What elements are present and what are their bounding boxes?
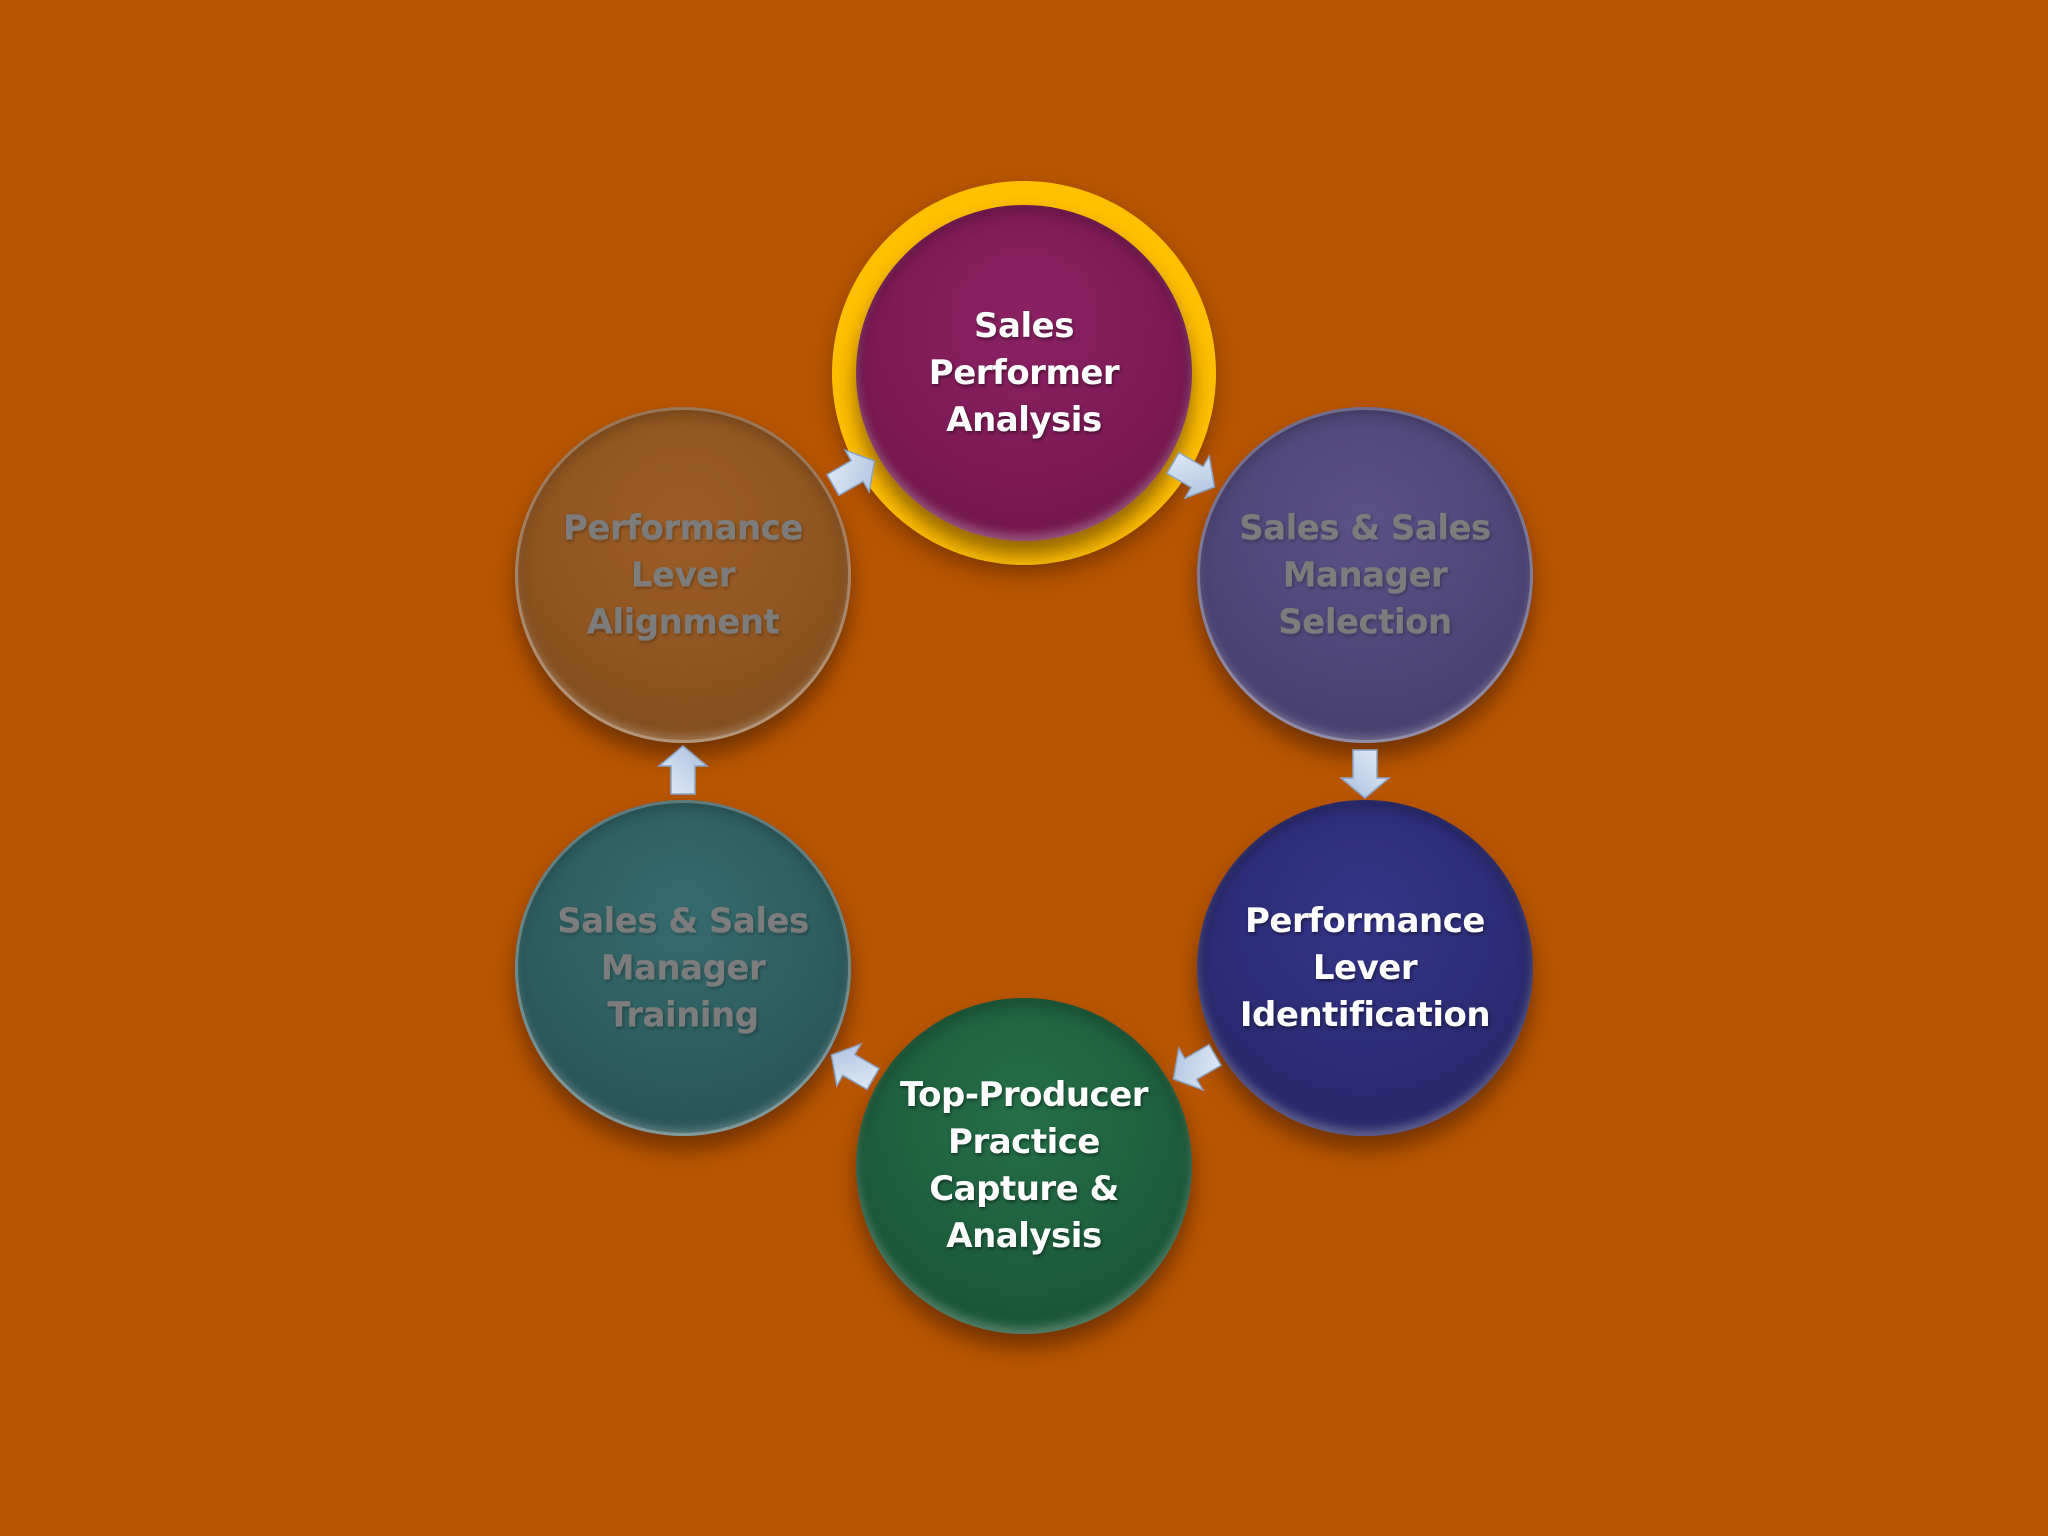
node-label: Top-Producer Practice Capture & Analysis (899, 1075, 1149, 1256)
node-sales-manager-selection[interactable]: Sales & Sales Manager Selection (1197, 407, 1533, 743)
node-sales-manager-training[interactable]: Sales & Sales Manager Training (515, 800, 851, 1136)
node-label: Sales & Sales Manager Training (557, 900, 809, 1035)
node-label: Performance Lever Alignment (563, 507, 803, 642)
arrow-icon (1338, 749, 1392, 799)
node-sales-performer-analysis[interactable]: Sales Performer Analysis (856, 205, 1192, 541)
node-label: Performance Lever Identification (1239, 900, 1491, 1035)
node-label: Sales & Sales Manager Selection (1239, 507, 1491, 642)
arrow-icon (656, 745, 710, 795)
node-performance-lever-alignment[interactable]: Performance Lever Alignment (515, 407, 851, 743)
node-top-producer-practice[interactable]: Top-Producer Practice Capture & Analysis (856, 998, 1192, 1334)
node-label: Sales Performer Analysis (928, 305, 1120, 440)
node-performance-lever-identification[interactable]: Performance Lever Identification (1197, 800, 1533, 1136)
